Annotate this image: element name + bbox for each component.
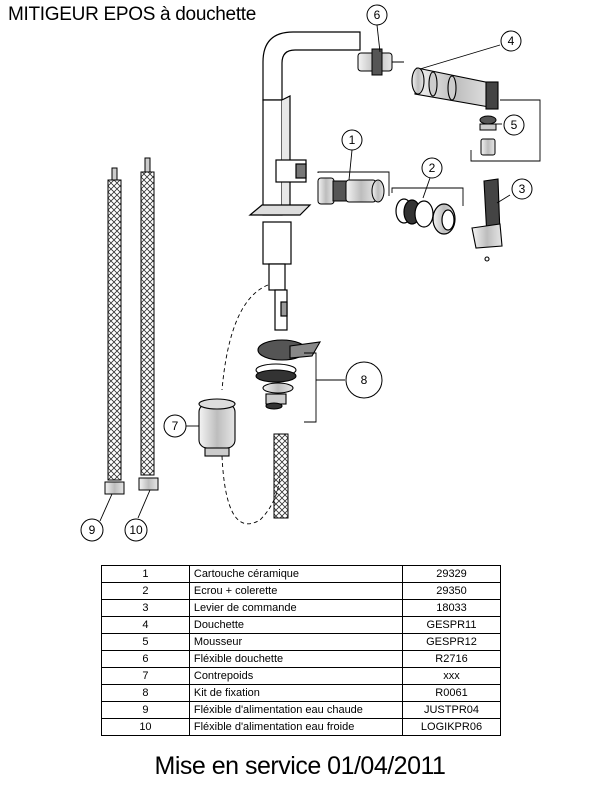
callout-4: 4 bbox=[500, 30, 522, 52]
part-description: Fléxible d'alimentation eau froide bbox=[188, 718, 404, 736]
diagram-title: MITIGEUR EPOS à douchette bbox=[8, 4, 257, 25]
svg-text:10: 10 bbox=[129, 523, 143, 537]
table-row: 5 Mousseur GESPR12 bbox=[101, 633, 501, 651]
part-description: Cartouche céramique bbox=[188, 565, 404, 583]
control-lever-part bbox=[471, 178, 503, 262]
table-row: 4 Douchette GESPR11 bbox=[101, 616, 501, 634]
table-row: 6 Fléxible douchette R2716 bbox=[101, 650, 501, 668]
callout-10: 10 bbox=[124, 518, 148, 542]
fixation-rod bbox=[273, 433, 289, 519]
part-reference: 29329 bbox=[402, 565, 501, 583]
table-row: 2 Ecrou + colerette 29350 bbox=[101, 582, 501, 600]
part-number: 8 bbox=[101, 684, 190, 702]
table-row: 1 Cartouche céramique 29329 bbox=[101, 565, 501, 583]
part-description: Fléxible douchette bbox=[188, 650, 404, 668]
part-reference: 18033 bbox=[402, 599, 501, 617]
svg-text:6: 6 bbox=[374, 8, 381, 22]
part-description: Contrepoids bbox=[188, 667, 404, 685]
part-reference: GESPR12 bbox=[402, 633, 501, 651]
callout-7: 7 bbox=[163, 414, 187, 438]
svg-text:5: 5 bbox=[511, 118, 518, 132]
part-reference: R0061 bbox=[402, 684, 501, 702]
faucet-spout bbox=[248, 31, 361, 331]
callout-6: 6 bbox=[366, 4, 388, 26]
parts-table: 1 Cartouche céramique 29329 2 Ecrou + co… bbox=[101, 565, 501, 736]
svg-text:3: 3 bbox=[519, 182, 526, 196]
part-description: Kit de fixation bbox=[188, 684, 404, 702]
callout-9: 9 bbox=[80, 518, 104, 542]
part-description: Mousseur bbox=[188, 633, 404, 651]
svg-text:2: 2 bbox=[429, 161, 436, 175]
commissioning-date: Mise en service 01/04/2011 bbox=[154, 752, 446, 780]
table-row: 3 Levier de commande 18033 bbox=[101, 599, 501, 617]
callout-3: 3 bbox=[511, 178, 533, 200]
svg-text:4: 4 bbox=[508, 34, 515, 48]
part-description: Fléxible d'alimentation eau chaude bbox=[188, 701, 404, 719]
part-number: 2 bbox=[101, 582, 190, 600]
svg-text:8: 8 bbox=[361, 373, 368, 387]
callout-2: 2 bbox=[421, 157, 443, 179]
part-reference: GESPR11 bbox=[402, 616, 501, 634]
part-number: 3 bbox=[101, 599, 190, 617]
part-number: 6 bbox=[101, 650, 190, 668]
fixation-kit-part bbox=[255, 339, 322, 410]
part-number: 10 bbox=[101, 718, 190, 736]
callout-1: 1 bbox=[341, 129, 363, 151]
table-row: 8 Kit de fixation R0061 bbox=[101, 684, 501, 702]
part-number: 7 bbox=[101, 667, 190, 685]
part-reference: LOGIKPR06 bbox=[402, 718, 501, 736]
nut-collar-part bbox=[395, 198, 456, 235]
part-reference: JUSTPR04 bbox=[402, 701, 501, 719]
callout-leaders bbox=[99, 24, 541, 522]
table-row: 9 Fléxible d'alimentation eau chaude JUS… bbox=[101, 701, 501, 719]
part-description: Levier de commande bbox=[188, 599, 404, 617]
cartridge-part bbox=[317, 177, 385, 205]
svg-text:9: 9 bbox=[89, 523, 96, 537]
part-reference: R2716 bbox=[402, 650, 501, 668]
table-row: 7 Contrepoids xxx bbox=[101, 667, 501, 685]
part-reference: xxx bbox=[402, 667, 501, 685]
part-description: Douchette bbox=[188, 616, 404, 634]
part-reference: 29350 bbox=[402, 582, 501, 600]
part-number: 4 bbox=[101, 616, 190, 634]
counterweight-part bbox=[198, 398, 236, 457]
supply-hose-hot bbox=[104, 167, 125, 495]
table-row: 10 Fléxible d'alimentation eau froide LO… bbox=[101, 718, 501, 736]
hand-shower-part bbox=[411, 67, 499, 110]
aerator-part bbox=[479, 115, 497, 156]
callout-8: 8 bbox=[345, 361, 383, 399]
part-number: 5 bbox=[101, 633, 190, 651]
part-description: Ecrou + colerette bbox=[188, 582, 404, 600]
exploded-view-drawing: 1 2 3 4 5 6 7 8 9 10 bbox=[80, 4, 541, 542]
supply-hose-cold bbox=[138, 157, 159, 491]
svg-text:1: 1 bbox=[349, 133, 356, 147]
part-number: 9 bbox=[101, 701, 190, 719]
svg-text:7: 7 bbox=[172, 419, 179, 433]
callout-5: 5 bbox=[503, 114, 525, 136]
hose-connector-part bbox=[357, 48, 404, 76]
part-number: 1 bbox=[101, 565, 190, 583]
